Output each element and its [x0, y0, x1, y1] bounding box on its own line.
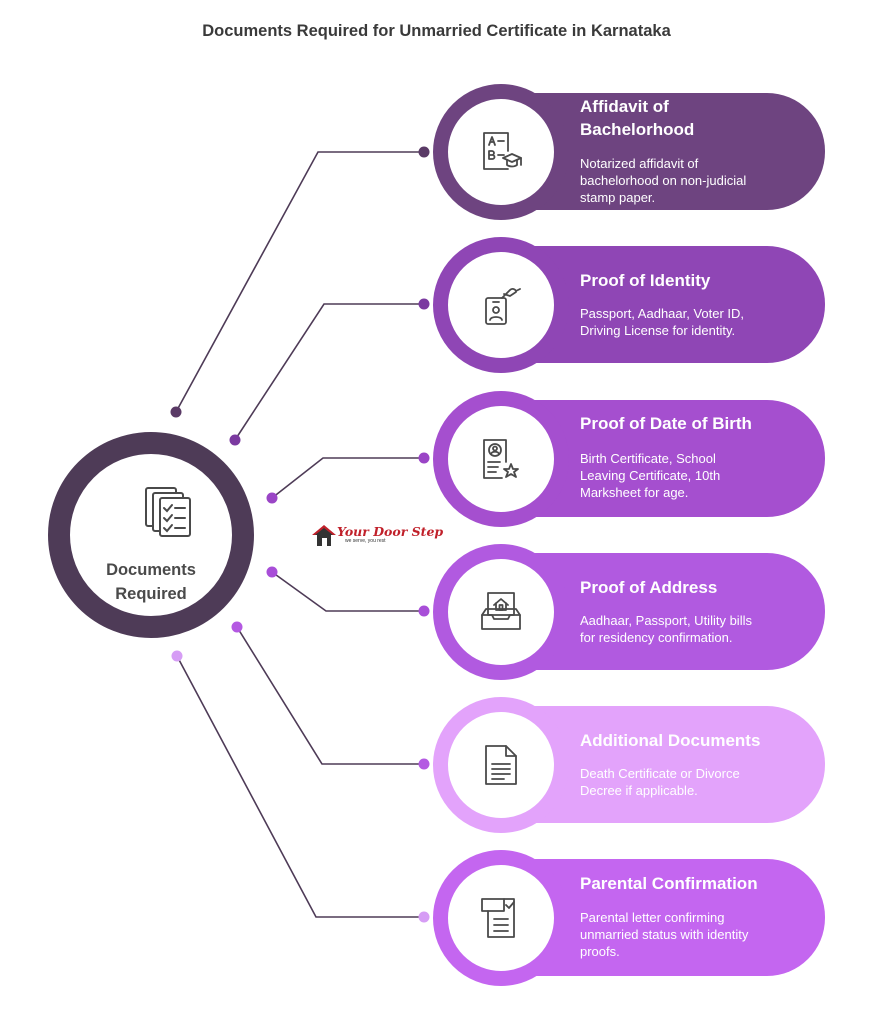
connector-line-5	[236, 626, 424, 765]
item-description: Parental letter confirming unmarried sta…	[580, 910, 749, 959]
item-description: Death Certificate or Divorce Decree if a…	[580, 766, 740, 798]
item-description: Passport, Aadhaar, Voter ID, Driving Lic…	[580, 306, 745, 338]
connector-dot-6b	[418, 911, 430, 923]
item-title: Affidavit of Bachelorhood	[580, 97, 695, 139]
item-ring-address	[433, 544, 569, 680]
connector-dot-1a	[170, 406, 182, 418]
connector-dot-5b	[418, 758, 430, 770]
id-card-hand-icon	[485, 288, 521, 325]
connector-dot-3a	[266, 492, 278, 504]
diagram-title: Documents Required for Unmarried Certifi…	[202, 22, 671, 40]
item-description: Aadhaar, Passport, Utility bills for res…	[580, 613, 752, 645]
item-title: Proof of Address	[580, 578, 718, 597]
item-title: Proof of Date of Birth	[580, 414, 752, 433]
hub-label: Documents Required	[106, 561, 196, 603]
item-ring-date-of-birth	[433, 391, 569, 527]
connector-dot-4a	[266, 566, 278, 578]
connector-dot-4b	[418, 605, 430, 617]
letter-checkmark-icon	[481, 898, 515, 938]
connector-dot-1b	[418, 146, 430, 158]
logo-tagline: we serve, you rest	[345, 538, 386, 544]
document-lines-icon	[485, 745, 517, 785]
connector-line-6	[176, 655, 424, 918]
hub-circle: Documents Required	[48, 432, 254, 638]
item-ring-parental	[433, 850, 569, 986]
connector-line-3	[271, 457, 424, 499]
connector-dot-5a	[231, 621, 243, 633]
connector-dot-2a	[229, 434, 241, 446]
profile-star-document-icon	[483, 439, 519, 479]
connector-line-2	[234, 303, 424, 441]
item-description: Notarized affidavit of bachelorhood on n…	[580, 156, 747, 205]
connector-dot-6a	[171, 650, 183, 662]
connector-line-4	[271, 571, 424, 612]
item-title: Additional Documents	[580, 731, 761, 750]
item-ring-identity	[433, 237, 569, 373]
connector-line-1	[175, 151, 424, 413]
your-door-step-logo: Your Door Step we serve, you rest	[311, 523, 444, 549]
item-description: Birth Certificate, School Leaving Certif…	[580, 451, 721, 500]
connector-dot-3b	[418, 452, 430, 464]
house-inbox-icon	[481, 592, 521, 630]
connector-dot-2b	[418, 298, 430, 310]
logo-text: Your Door Step	[337, 524, 444, 539]
item-title: Parental Confirmation	[580, 874, 758, 893]
affidavit-ab-graduation-icon	[483, 132, 522, 170]
item-ring-affidavit	[433, 84, 569, 220]
documents-checklist-icon	[145, 487, 191, 537]
item-title: Proof of Identity	[580, 271, 711, 290]
house-logo-icon	[312, 525, 336, 546]
item-ring-additional	[433, 697, 569, 833]
